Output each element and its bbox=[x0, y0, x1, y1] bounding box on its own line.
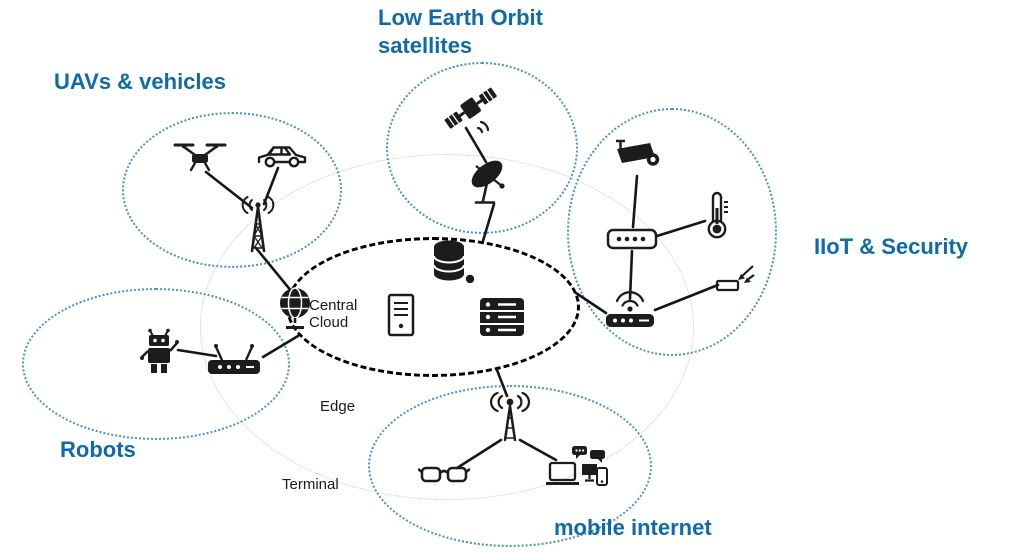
cctv-camera-icon bbox=[612, 138, 664, 178]
globe-icon bbox=[276, 286, 314, 330]
leo-cluster-label: Low Earth Orbit satellites bbox=[378, 5, 543, 58]
server-rack-icon bbox=[478, 296, 526, 338]
edge-antenna-devices bbox=[518, 438, 558, 462]
edge-dish-cloud bbox=[481, 202, 496, 243]
satellite-icon bbox=[440, 84, 500, 136]
smart-glasses-icon bbox=[418, 462, 470, 488]
car-icon bbox=[256, 138, 308, 170]
uav-cluster-ring bbox=[122, 112, 342, 268]
light-sensor-icon bbox=[714, 264, 756, 294]
terminal-layer-label: Terminal bbox=[282, 476, 339, 493]
network-switch-icon bbox=[606, 226, 658, 252]
uav-cluster-label: UAVs & vehicles bbox=[54, 69, 227, 94]
mobile-cluster-label: mobile internet bbox=[554, 515, 712, 540]
edge-layer-label: Edge bbox=[320, 398, 356, 415]
edge-tower-cloud bbox=[254, 246, 294, 294]
edge-cloud-antenna bbox=[495, 368, 509, 398]
edge-switch-thermometer bbox=[655, 219, 707, 238]
edge-cloud-ap bbox=[574, 291, 608, 315]
edge-camera-switch bbox=[631, 174, 639, 229]
wifi-access-point-icon bbox=[602, 288, 658, 330]
server-tower-icon bbox=[386, 292, 416, 338]
wifi-router-icon bbox=[204, 342, 264, 378]
leo-cluster-ring bbox=[386, 62, 578, 234]
mobile-devices-icon bbox=[546, 446, 608, 494]
iiot-cluster-ring bbox=[567, 108, 777, 356]
edge-car-tower bbox=[262, 166, 280, 206]
edge-ap-sensor bbox=[653, 283, 720, 312]
edge-satellite-dish bbox=[464, 126, 488, 164]
edge-drone-tower bbox=[204, 170, 254, 210]
satellite-dish-icon bbox=[466, 156, 514, 206]
robots-cluster-ring bbox=[22, 288, 290, 440]
radio-antenna-icon bbox=[488, 392, 532, 444]
edge-antenna-glasses bbox=[455, 438, 503, 470]
robots-cluster-label: Robots bbox=[60, 437, 136, 462]
cell-tower-icon bbox=[238, 196, 278, 254]
iiot-cluster-label: IIoT & Security bbox=[814, 234, 969, 259]
database-icon bbox=[430, 238, 476, 290]
central-cloud-label: Central Cloud bbox=[309, 297, 358, 332]
edge-robot-router bbox=[176, 348, 218, 358]
thermometer-icon bbox=[704, 190, 730, 240]
edge-router-cloud bbox=[261, 334, 300, 359]
robot-icon bbox=[138, 328, 180, 378]
drone-icon bbox=[172, 140, 228, 176]
mobile-cluster-ring bbox=[368, 385, 652, 547]
edge-switch-ap bbox=[628, 249, 634, 301]
